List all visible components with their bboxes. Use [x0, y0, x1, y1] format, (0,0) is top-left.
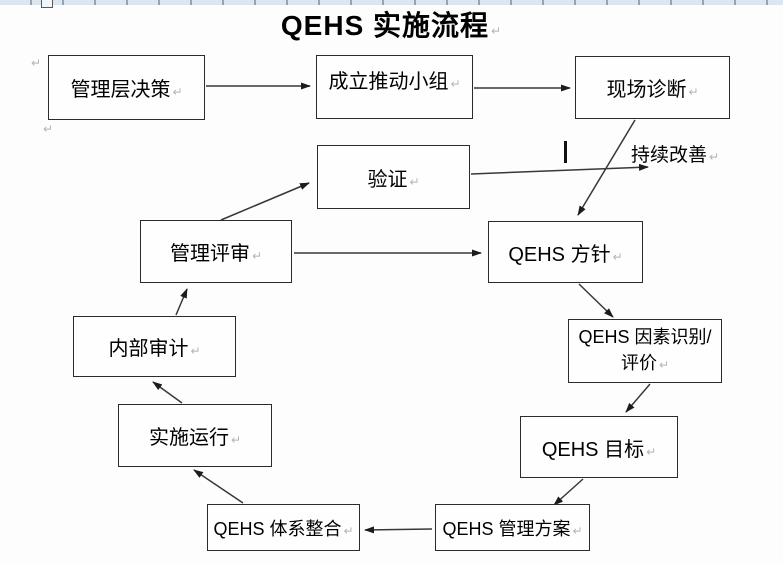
node-label: 管理评审	[169, 243, 250, 265]
diagram-title-text: QEHS 实施流程	[280, 10, 490, 41]
paragraph-mark-icon: ↵	[491, 24, 503, 38]
paragraph-mark-icon: ↵	[190, 344, 201, 358]
node-label: QEHS 目标	[541, 438, 645, 461]
node-label: 现场诊断	[606, 79, 687, 101]
paragraph-mark-icon: ↵	[709, 150, 720, 164]
connector-arrow	[175, 288, 188, 316]
paragraph-mark-icon: ↵	[343, 523, 354, 538]
paragraph-mark-icon: ↵	[172, 85, 183, 99]
text-cursor	[564, 141, 567, 163]
paragraph-mark-icon: ↵	[251, 249, 263, 263]
node-management-decision[interactable]: 管理层决策↵	[48, 55, 205, 120]
node-label: 成立推动小组	[328, 71, 449, 93]
connector-arrow	[470, 163, 649, 175]
node-qehs-factor-identification[interactable]: QEHS 因素识别/ 评价↵	[568, 319, 722, 383]
node-setup-promotion-team[interactable]: 成立推动小组↵	[316, 55, 473, 119]
connector-arrow	[578, 283, 614, 318]
node-label: 管理层决策	[70, 79, 171, 101]
paragraph-mark-icon: ↵	[450, 77, 461, 91]
node-label: 评价	[620, 353, 657, 373]
diagram-title: QEHS 实施流程↵	[0, 4, 783, 44]
ruler-strip	[0, 0, 783, 5]
node-internal-audit[interactable]: 内部审计↵	[73, 316, 236, 377]
connector-arrow	[577, 119, 636, 216]
node-label: 内部审计	[108, 338, 189, 360]
anchor-square-icon	[41, 0, 53, 8]
connector-arrow	[220, 182, 310, 221]
node-label: QEHS 管理方案	[442, 518, 571, 539]
paragraph-mark-icon: ↵	[409, 174, 420, 189]
paragraph-mark-icon: ↵	[612, 249, 623, 264]
continuous-improvement-label: 持续改善↵	[631, 140, 719, 167]
connector-arrow	[193, 469, 244, 504]
node-qehs-management-program[interactable]: QEHS 管理方案↵	[435, 504, 590, 551]
connector-arrow	[553, 478, 584, 506]
node-label: QEHS 方针	[508, 243, 611, 266]
node-verification[interactable]: 验证↵	[317, 145, 470, 209]
paragraph-mark-icon: ↵	[646, 444, 657, 459]
connector-arrow	[625, 383, 651, 413]
node-label: QEHS 因素识别/	[578, 327, 712, 347]
paragraph-mark-icon: ↵	[31, 56, 42, 70]
continuous-improvement-text: 持续改善	[631, 145, 708, 166]
connector-arrow	[364, 526, 433, 534]
paragraph-mark-icon: ↵	[230, 433, 242, 447]
node-label: 实施运行	[148, 427, 229, 449]
paragraph-mark-icon: ↵	[658, 358, 670, 372]
paragraph-mark-icon: ↵	[688, 85, 699, 99]
node-label: QEHS 体系整合	[213, 518, 342, 539]
node-label: 验证	[367, 168, 408, 191]
connector-arrow	[152, 381, 183, 404]
paragraph-mark-icon: ↵	[572, 523, 583, 538]
node-qehs-system-integration[interactable]: QEHS 体系整合↵	[207, 504, 360, 551]
node-qehs-policy[interactable]: QEHS 方针↵	[488, 221, 643, 283]
paragraph-mark-icon: ↵	[43, 122, 54, 136]
node-site-diagnosis[interactable]: 现场诊断↵	[575, 56, 730, 119]
node-implementation-operation[interactable]: 实施运行↵	[118, 404, 272, 467]
node-management-review[interactable]: 管理评审↵	[140, 220, 292, 283]
node-qehs-objectives[interactable]: QEHS 目标↵	[520, 416, 678, 478]
